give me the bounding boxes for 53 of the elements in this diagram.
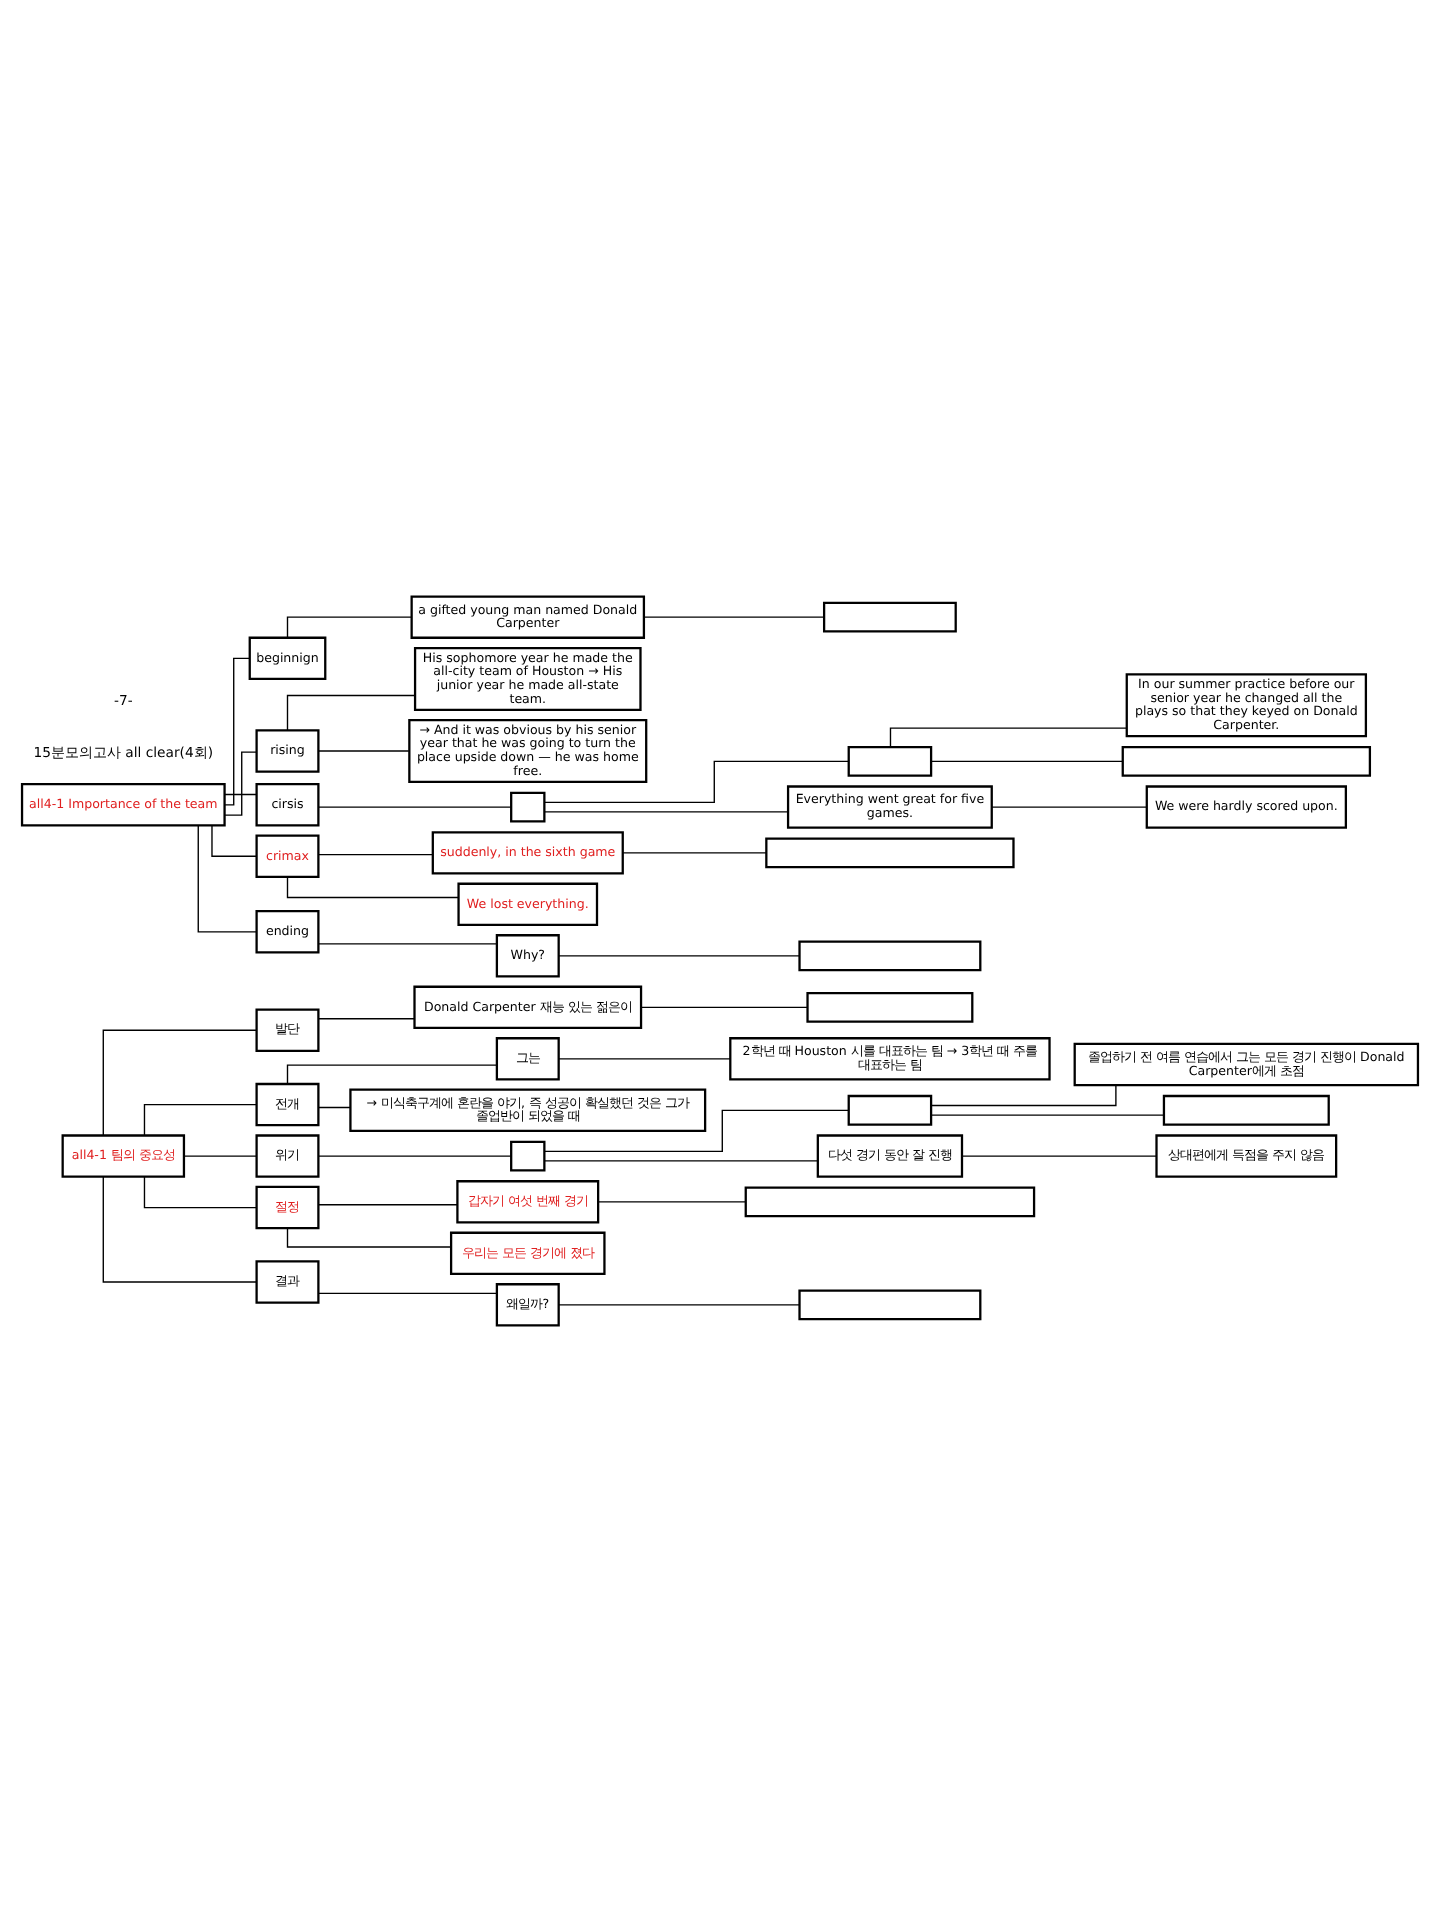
connector <box>558 1057 731 1059</box>
node-box <box>798 939 982 971</box>
connector <box>317 1154 512 1156</box>
connector <box>317 1203 458 1205</box>
connector <box>597 1200 747 1202</box>
connector <box>211 823 258 856</box>
connector <box>961 1154 1157 1156</box>
connector <box>224 792 257 795</box>
connector <box>197 824 257 932</box>
connector <box>930 1113 1165 1115</box>
connector <box>317 852 434 855</box>
connector <box>317 942 498 944</box>
connector <box>991 805 1148 807</box>
node-box <box>744 1185 1036 1217</box>
connector <box>543 759 849 803</box>
node-box <box>510 790 546 822</box>
connector <box>544 1159 819 1161</box>
connector <box>102 1175 257 1282</box>
node-box <box>510 1139 546 1171</box>
connector <box>317 1017 415 1019</box>
connector <box>286 693 416 731</box>
connector <box>183 1154 258 1156</box>
connector <box>640 1005 808 1008</box>
connector <box>224 750 257 815</box>
node-box <box>765 836 1015 868</box>
node-box <box>847 1093 933 1125</box>
connector <box>317 805 512 807</box>
connector <box>286 615 413 637</box>
node-box <box>1121 744 1372 776</box>
connector <box>143 1175 258 1208</box>
connector <box>558 954 800 956</box>
connector <box>102 1028 257 1135</box>
connector <box>930 1083 1117 1106</box>
node-box <box>806 990 974 1022</box>
connector <box>622 851 767 853</box>
node-box <box>847 744 933 776</box>
node-box <box>822 600 957 632</box>
connector <box>143 1102 258 1136</box>
connector <box>643 615 825 617</box>
connector <box>224 656 251 805</box>
connector <box>544 1108 850 1151</box>
node-box <box>1162 1093 1330 1125</box>
connector <box>930 759 1124 762</box>
connector <box>317 749 410 751</box>
connector <box>317 1105 352 1108</box>
connector <box>286 875 459 898</box>
connector <box>317 1291 498 1294</box>
connector <box>286 1063 498 1084</box>
node-box <box>798 1288 982 1320</box>
connector <box>558 1303 800 1305</box>
connector <box>889 726 1128 747</box>
connector <box>544 810 789 812</box>
connector <box>286 1226 452 1247</box>
